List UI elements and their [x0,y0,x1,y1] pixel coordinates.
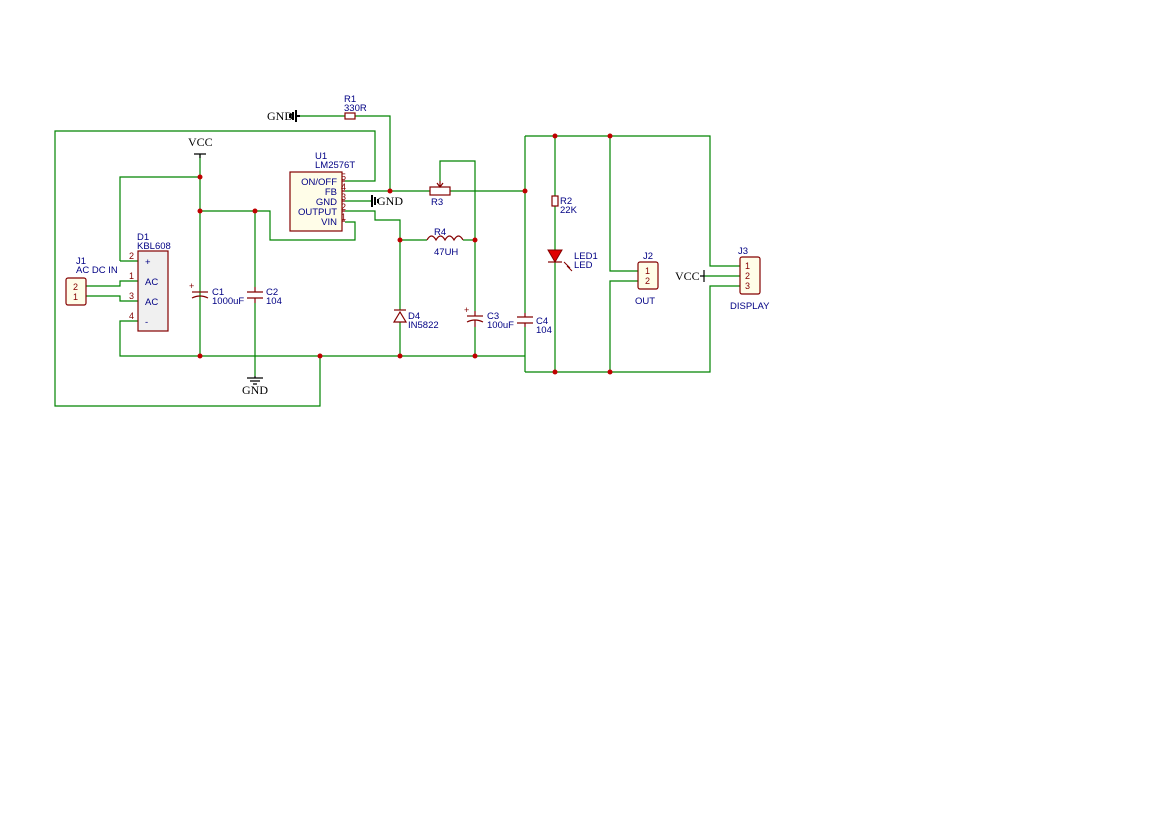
u1-ref: U1 [315,151,327,162]
c3-polarity: + [464,305,469,315]
led1-value: LED [574,260,593,271]
diode-d4: D4 IN5822 [392,309,439,331]
c2-value: 104 [266,296,282,307]
u1-pin-name-fb: FB [325,187,337,198]
regulator-u1: U1 LM2576T ON/OFF FB GND OUTPUT VIN 5 4 … [289,151,355,232]
connector-j3: J3 1 2 3 DISPLAY [730,246,770,312]
connector-j1: J1 AC DC IN 2 1 [65,256,118,306]
d1-pin-name-ac2: AC [145,297,158,308]
gnd-symbol-u1: GND [371,194,403,208]
net-label-gnd-u1: GND [377,194,403,208]
r2-ref: R2 [560,196,572,207]
d4-value: IN5822 [408,320,439,331]
u1-pin-num-1: 1 [341,212,346,222]
u1-pin-name-output: OUTPUT [298,207,337,218]
j3-ref: J3 [738,246,748,257]
d1-pin-name-ac1: AC [145,277,158,288]
junction-dot [197,208,203,214]
r4-value: 47UH [434,247,458,258]
led-led1: LED1 LED [547,249,598,272]
gnd-symbol-bottom: GND [242,376,268,397]
junction-dot [197,353,203,359]
j1-pin-1: 1 [73,292,78,302]
junction-dot [397,237,403,243]
junction-dot [472,353,478,359]
d1-pin-num-1: 1 [129,271,134,281]
junction-dot [522,188,528,194]
capacitor-c2: C2 104 [247,287,282,307]
j1-value: AC DC IN [76,265,118,276]
capacitor-c4: C4 104 [517,313,552,336]
junction-dot [387,188,393,194]
net-label-gnd-bottom: GND [242,383,268,397]
d1-pin-name-plus: + [145,257,151,268]
u1-pin-name-onoff: ON/OFF [301,177,337,188]
gnd-symbol-top: GND [267,109,300,123]
junctions [197,133,613,375]
j2-ref: J2 [643,251,653,262]
d1-ref: D1 [137,232,149,243]
c4-value: 104 [536,325,552,336]
r4-ref: R4 [434,227,446,238]
r1-ref: R1 [344,94,356,105]
junction-dot [607,369,613,375]
junction-dot [252,208,258,214]
led1-ref: LED1 [574,251,598,262]
capacitor-c3: + C3 100uF [464,305,514,331]
c1-value: 1000uF [212,296,244,307]
r2-value: 22K [560,205,578,216]
c3-value: 100uF [487,320,514,331]
vcc-symbol-left: VCC [188,135,213,158]
potentiometer-r3: R3 [429,181,451,208]
junction-dot [607,133,613,139]
junction-dot [552,369,558,375]
u1-pin-num-3: 3 [341,192,346,202]
d1-pin-num-3: 3 [129,291,134,301]
d1-pin-num-4: 4 [129,311,134,321]
j2-pin-1: 1 [645,266,650,276]
u1-pin-name-gnd: GND [316,197,337,208]
j2-pin-2: 2 [645,276,650,286]
c2-ref: C2 [266,287,278,298]
inductor-r4: R4 47UH [426,227,464,258]
r1-value: 330R [344,103,367,114]
d1-pin-num-2: 2 [129,251,134,261]
j3-value: DISPLAY [730,301,770,312]
j3-pin-1: 1 [745,261,750,271]
r3-ref: R3 [431,197,443,208]
junction-dot [472,237,478,243]
u1-value: LM2576T [315,160,355,171]
u1-pin-num-5: 5 [341,172,346,182]
u1-pin-num-2: 2 [341,202,346,212]
resistor-r1: R1 330R [344,94,367,120]
junction-dot [197,174,203,180]
junction-dot [552,133,558,139]
c4-ref: C4 [536,316,548,327]
d1-value: KBL608 [137,241,171,252]
j2-value: OUT [635,296,655,307]
net-label-gnd-top: GND [267,109,293,123]
vcc-symbol-j3: VCC [675,269,705,283]
d4-ref: D4 [408,311,420,322]
c3-ref: C3 [487,311,499,322]
j1-ref: J1 [76,256,86,267]
junction-dot [317,353,323,359]
d1-pin-name-minus: - [145,317,148,328]
j3-pin-3: 3 [745,281,750,291]
capacitor-c1: + C1 1000uF [189,281,244,307]
connector-j2: J2 1 2 OUT [635,251,659,307]
u1-pin-num-4: 4 [341,182,346,192]
j3-pin-2: 2 [745,271,750,281]
c1-polarity: + [189,281,194,291]
junction-dot [397,353,403,359]
u1-pin-name-vin: VIN [321,217,337,228]
bridge-rectifier-d1: D1 KBL608 + AC AC - 2 1 3 4 [129,232,171,332]
net-label-vcc-left: VCC [188,135,213,149]
j1-pin-2: 2 [73,282,78,292]
wires [54,115,740,407]
resistor-r2: R2 22K [551,195,578,216]
c1-ref: C1 [212,287,224,298]
net-label-vcc-j3: VCC [675,269,700,283]
